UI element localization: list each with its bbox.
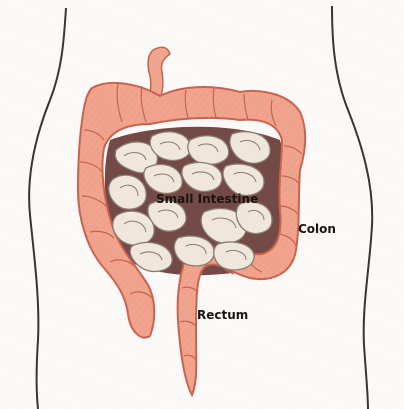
colon-label: Colon	[298, 223, 336, 235]
rectum-label: Rectum	[197, 309, 248, 321]
small-intestine-label: Small Intestine	[156, 193, 258, 205]
